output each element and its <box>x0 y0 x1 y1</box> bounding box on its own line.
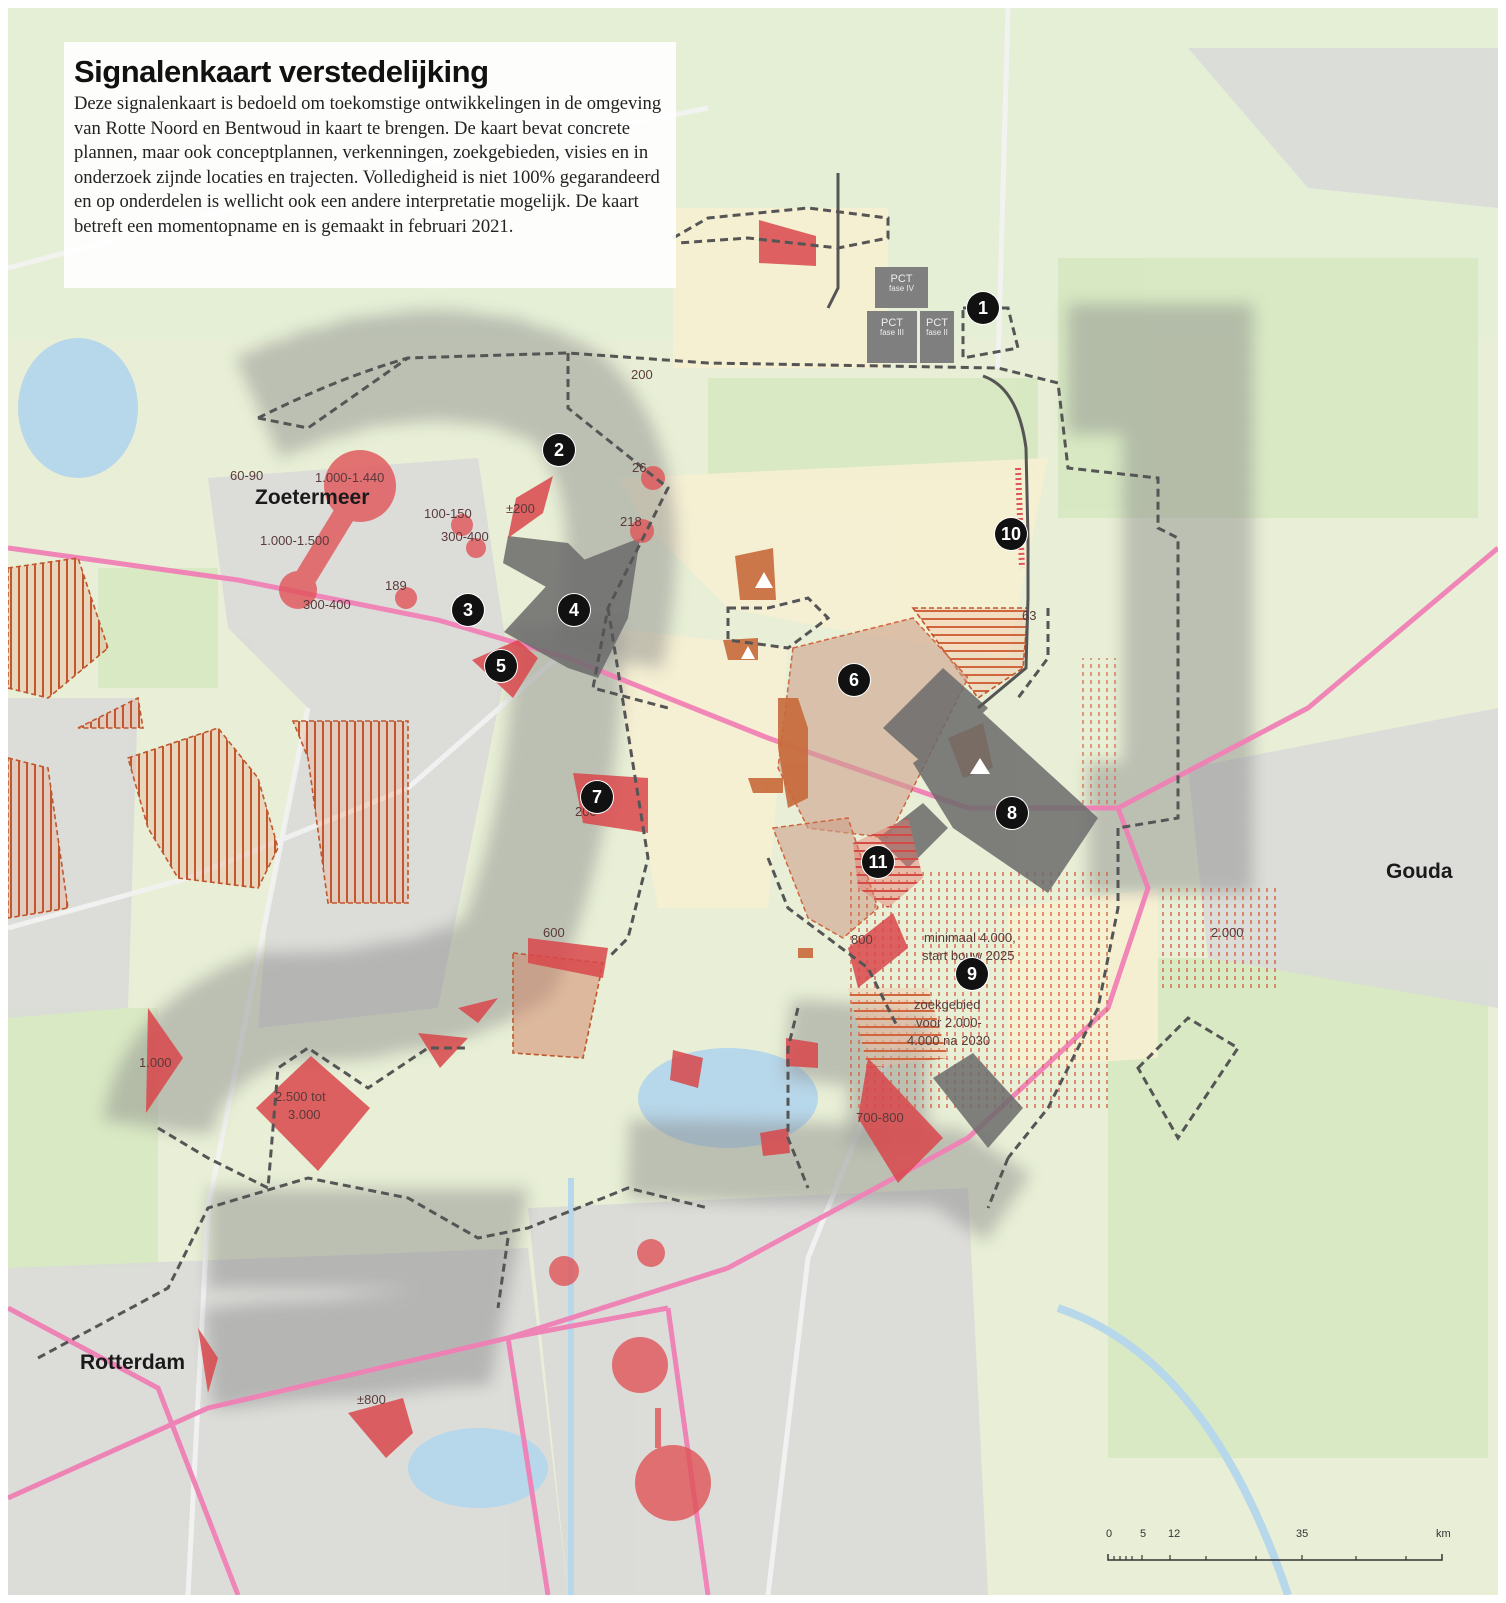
label-189: 189 <box>385 578 407 593</box>
map-description: Deze signalenkaart is bedoeld om toekoms… <box>74 93 662 237</box>
marker-10[interactable]: 10 <box>995 518 1027 550</box>
info-box: Signalenkaart verstedelijking Deze signa… <box>64 42 676 288</box>
pct-fase-ii[interactable]: PCT fase II <box>920 311 954 363</box>
pct-fase-ii-phase: fase II <box>926 328 948 338</box>
scale-tick-0: 0 <box>1106 1528 1113 1540</box>
marker-4[interactable]: 4 <box>558 594 590 626</box>
marker-5[interactable]: 5 <box>485 650 517 682</box>
label-zoekgebied-2: voor 2.000- <box>916 1015 982 1030</box>
label-218: 218 <box>620 514 642 529</box>
pct-fase-iii-name: PCT <box>881 317 903 329</box>
label-start-2025: start bouw 2025 <box>922 948 1015 963</box>
scale-tick-5: 5 <box>1140 1528 1147 1540</box>
pct-fase-iii[interactable]: PCT fase III <box>867 311 917 363</box>
marker-3[interactable]: 3 <box>452 594 484 626</box>
label-26: 26 <box>632 460 647 475</box>
map[interactable]: Signalenkaart verstedelijking Deze signa… <box>8 8 1498 1595</box>
label-200-approx: ±200 <box>506 501 535 516</box>
map-title: Signalenkaart verstedelijking <box>74 54 489 89</box>
label-1000-1500: 1.000-1.500 <box>260 533 330 548</box>
label-min-4000: minimaal 4.000, <box>924 930 1016 945</box>
label-1000: 1.000 <box>139 1055 172 1070</box>
label-200-top: 200 <box>631 367 653 382</box>
label-2500-b: 3.000 <box>288 1107 321 1122</box>
pct-fase-iv[interactable]: PCT fase IV <box>875 267 928 308</box>
label-63: 63 <box>1022 608 1037 623</box>
map-canvas <box>8 8 1498 1595</box>
label-300-400-b: 300-400 <box>303 597 351 612</box>
label-800-approx: ±800 <box>357 1392 386 1407</box>
label-600: 600 <box>543 925 565 940</box>
label-100-150: 100-150 <box>424 506 472 521</box>
place-zoetermeer: Zoetermeer <box>255 486 370 509</box>
label-800: 800 <box>851 932 873 947</box>
triangle-symbols <box>741 572 990 774</box>
pct-fase-ii-name: PCT <box>926 317 948 329</box>
marker-7[interactable]: 7 <box>581 781 613 813</box>
plan-circles <box>279 450 711 1521</box>
label-2000: 2.000 <box>1211 925 1244 940</box>
scale-unit: km <box>1436 1528 1451 1540</box>
study-boundaries <box>37 206 1241 1360</box>
label-1000-1440: 1.000-1.440 <box>315 470 385 485</box>
place-rotterdam: Rotterdam <box>80 1351 186 1374</box>
route-10 <box>826 173 1030 710</box>
label-60-90: 60-90 <box>230 468 264 483</box>
scale-ruler <box>1107 1554 1443 1561</box>
place-gouda: Gouda <box>1386 860 1453 883</box>
pct-fase-iv-phase: fase IV <box>889 284 914 294</box>
search-areas-hatched <box>8 557 1029 1059</box>
scale-tick-35: 35 <box>1296 1528 1309 1540</box>
marker-8[interactable]: 8 <box>996 797 1028 829</box>
marker-11[interactable]: 11 <box>862 846 894 878</box>
marker-1[interactable]: 1 <box>967 292 999 324</box>
marker-2[interactable]: 2 <box>543 434 575 466</box>
label-zoekgebied-1: zoekgebied <box>914 997 981 1012</box>
label-300-400-a: 300-400 <box>441 529 489 544</box>
scale-tick-12: 12 <box>1168 1528 1181 1540</box>
label-zoekgebied-3: 4.000 na 2030 <box>907 1033 991 1048</box>
label-700-800: 700-800 <box>856 1110 904 1125</box>
pct-fase-iv-name: PCT <box>890 273 913 285</box>
scale-bar: 0 5 12 35 km <box>1106 1528 1451 1568</box>
label-2500-a: 2.500 tot <box>275 1089 326 1104</box>
marker-6[interactable]: 6 <box>838 664 870 696</box>
marker-9[interactable]: 9 <box>956 958 988 990</box>
pct-fase-iii-phase: fase III <box>879 328 904 338</box>
